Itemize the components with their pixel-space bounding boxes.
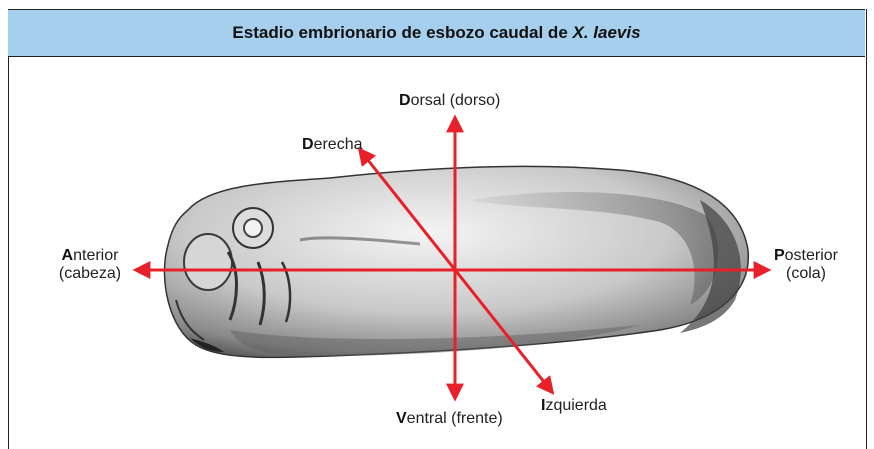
label-derecha-rest: erecha <box>314 136 363 153</box>
label-ventral: Ventral (frente) <box>396 410 503 428</box>
label-dorsal-initial: D <box>399 92 411 109</box>
label-izquierda: Izquierda <box>541 397 607 415</box>
label-posterior-sub: (cola) <box>766 265 846 283</box>
label-posterior-rest: osterior <box>785 247 838 264</box>
label-ventral-rest: entral (frente) <box>407 410 503 427</box>
label-anterior-rest: nterior <box>73 247 118 264</box>
label-dorsal: Dorsal (dorso) <box>399 92 500 110</box>
label-dorsal-rest: orsal (dorso) <box>411 92 501 109</box>
label-posterior-initial: P <box>774 247 785 264</box>
label-izquierda-rest: zquierda <box>545 397 606 414</box>
label-derecha: Derecha <box>302 136 362 154</box>
label-derecha-initial: D <box>302 136 314 153</box>
label-anterior-sub: (cabeza) <box>50 265 130 283</box>
label-anterior: Anterior (cabeza) <box>50 247 130 283</box>
label-anterior-initial: A <box>62 247 74 264</box>
label-ventral-initial: V <box>396 410 407 427</box>
label-posterior: Posterior (cola) <box>766 247 846 283</box>
